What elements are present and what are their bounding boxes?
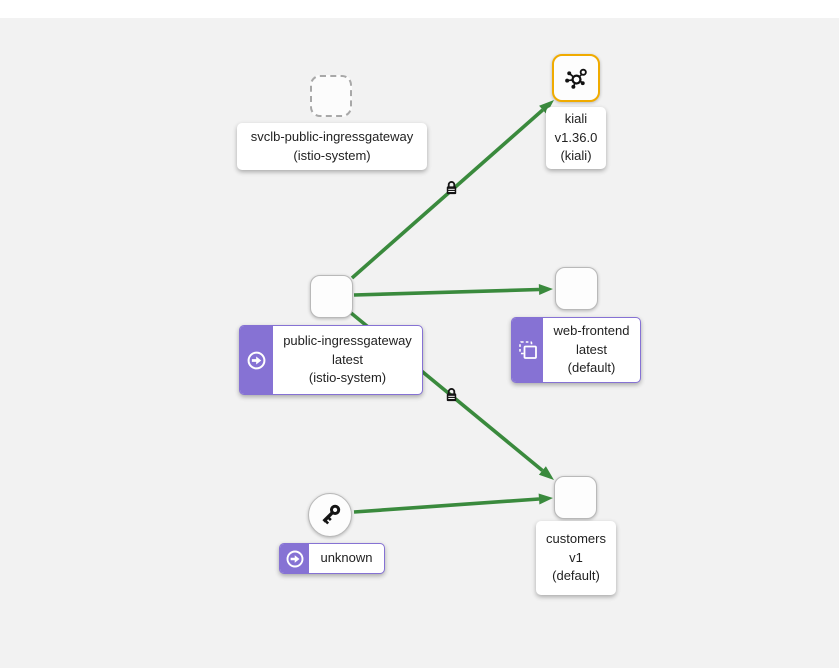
node-name: svclb-public-ingressgateway [250,129,414,144]
top-white-bar [0,0,839,18]
label-unknown[interactable]: unknown [279,543,385,574]
arrow-circle-right-icon [247,351,266,370]
node-unknown[interactable] [308,493,352,537]
node-kiali[interactable] [552,54,600,102]
label-svclb-public-ingressgateway[interactable]: svclb-public-ingressgateway (istio-syste… [237,123,427,170]
node-version: v1 [569,549,583,565]
node-name: unknown [320,550,373,566]
node-name: customers [546,531,606,547]
node-namespace: (istio-system) [308,370,387,386]
node-name: web-frontend [553,323,630,339]
root-badge [280,544,309,573]
label-customers[interactable]: customers v1 (default) [536,521,616,595]
label-public-ingressgateway[interactable]: public-ingressgateway latest (istio-syst… [239,325,423,395]
label-kiali[interactable]: kiali v1.36.0 (kiali) [546,107,606,169]
node-web-frontend[interactable] [555,267,598,310]
kiali-app-icon [563,65,590,92]
mtls-lock-icon [445,387,458,402]
node-customers[interactable] [554,476,597,519]
root-badge [240,326,273,394]
node-version: latest [331,351,364,367]
node-svclb-public-ingressgateway[interactable] [310,75,352,117]
edge-gateway-to-web-frontend[interactable] [353,284,553,297]
key-icon [318,503,342,527]
node-namespace: (kiali) [560,148,592,164]
node-version: latest [575,341,608,357]
node-namespace: (istio-system) [293,147,371,163]
node-version: v1.36.0 [554,129,598,145]
label-web-frontend[interactable]: web-frontend latest (default) [511,317,641,383]
arrow-circle-right-icon [286,550,304,568]
node-public-ingressgateway[interactable] [310,275,353,318]
mtls-lock-icon [445,180,458,195]
edge-unknown-to-customers[interactable] [353,493,553,514]
node-namespace: (default) [567,360,616,376]
node-name: kiali [564,111,588,127]
node-name: public-ingressgateway [283,333,412,349]
node-namespace: (default) [552,568,600,584]
clone-squares-icon [517,339,539,361]
mirroring-badge [512,318,543,382]
